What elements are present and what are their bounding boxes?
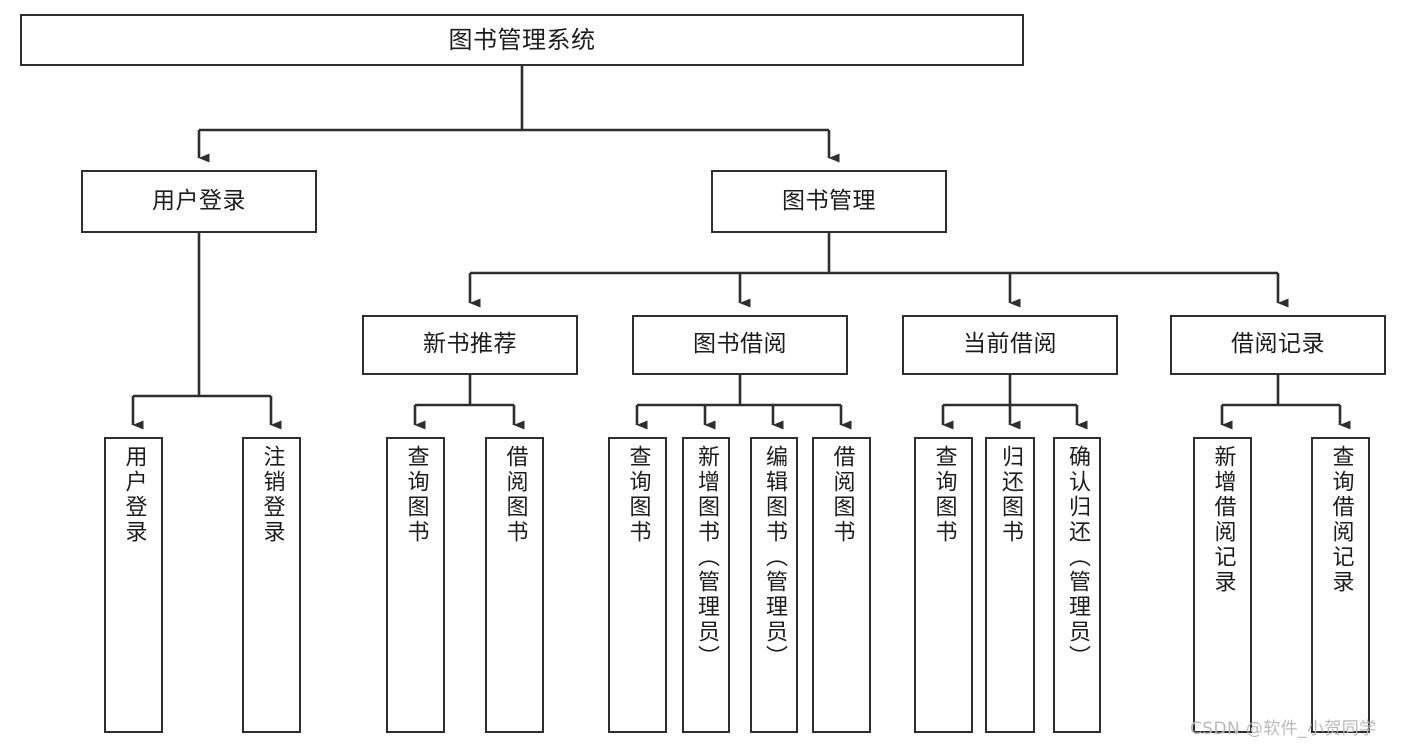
node-label: 借阅记录: [1231, 331, 1325, 358]
node-label: 当前借阅: [963, 331, 1057, 358]
node-user-login[interactable]: 用户登录: [81, 170, 317, 233]
node-label: 新增借阅记录: [1210, 445, 1236, 595]
leaf-borrow-edit-book-admin[interactable]: 编辑图书（管理员）: [750, 437, 798, 733]
node-label: 编辑图书（管理员）: [762, 445, 787, 670]
node-label: 用户登录: [121, 445, 147, 545]
node-new-book-recommend[interactable]: 新书推荐: [362, 315, 578, 375]
leaf-record-query-record[interactable]: 查询借阅记录: [1311, 437, 1370, 733]
node-label: 图书管理系统: [448, 25, 596, 54]
leaf-record-add-record[interactable]: 新增借阅记录: [1193, 437, 1252, 733]
node-label: 用户登录: [152, 187, 246, 214]
leaf-newbook-borrow-book[interactable]: 借阅图书: [485, 437, 544, 733]
leaf-current-query-book[interactable]: 查询图书: [914, 437, 973, 733]
leaf-logout[interactable]: 注销登录: [242, 437, 301, 733]
node-label: 新书推荐: [423, 331, 517, 358]
node-current-borrow[interactable]: 当前借阅: [902, 315, 1118, 375]
node-label: 查询图书: [625, 445, 651, 545]
node-label: 借阅图书: [829, 445, 855, 545]
node-label: 注销登录: [259, 445, 285, 545]
node-label: 查询借阅记录: [1328, 445, 1354, 595]
node-root-system[interactable]: 图书管理系统: [20, 14, 1024, 66]
node-label: 图书借阅: [693, 331, 787, 358]
node-borrow-record[interactable]: 借阅记录: [1170, 315, 1386, 375]
leaf-newbook-query-book[interactable]: 查询图书: [386, 437, 445, 733]
csdn-watermark: CSDN @软件_小贺同学: [1190, 719, 1377, 739]
node-book-management[interactable]: 图书管理: [711, 170, 947, 233]
leaf-borrow-borrow-book[interactable]: 借阅图书: [812, 437, 871, 733]
leaf-borrow-add-book-admin[interactable]: 新增图书（管理员）: [682, 437, 730, 733]
node-label: 归还图书: [998, 445, 1023, 545]
node-label: 查询图书: [931, 445, 957, 545]
leaf-current-return-book[interactable]: 归还图书: [985, 437, 1035, 733]
node-label: 图书管理: [782, 187, 876, 214]
leaf-borrow-query-book[interactable]: 查询图书: [608, 437, 667, 733]
node-label: 新增图书（管理员）: [694, 445, 719, 670]
leaf-user-login[interactable]: 用户登录: [104, 437, 163, 733]
node-label: 确认归还（管理员）: [1065, 445, 1090, 670]
leaf-current-confirm-return-admin[interactable]: 确认归还（管理员）: [1053, 437, 1101, 733]
node-label: 查询图书: [403, 445, 429, 545]
node-book-borrow[interactable]: 图书借阅: [632, 315, 848, 375]
node-label: 借阅图书: [502, 445, 528, 545]
